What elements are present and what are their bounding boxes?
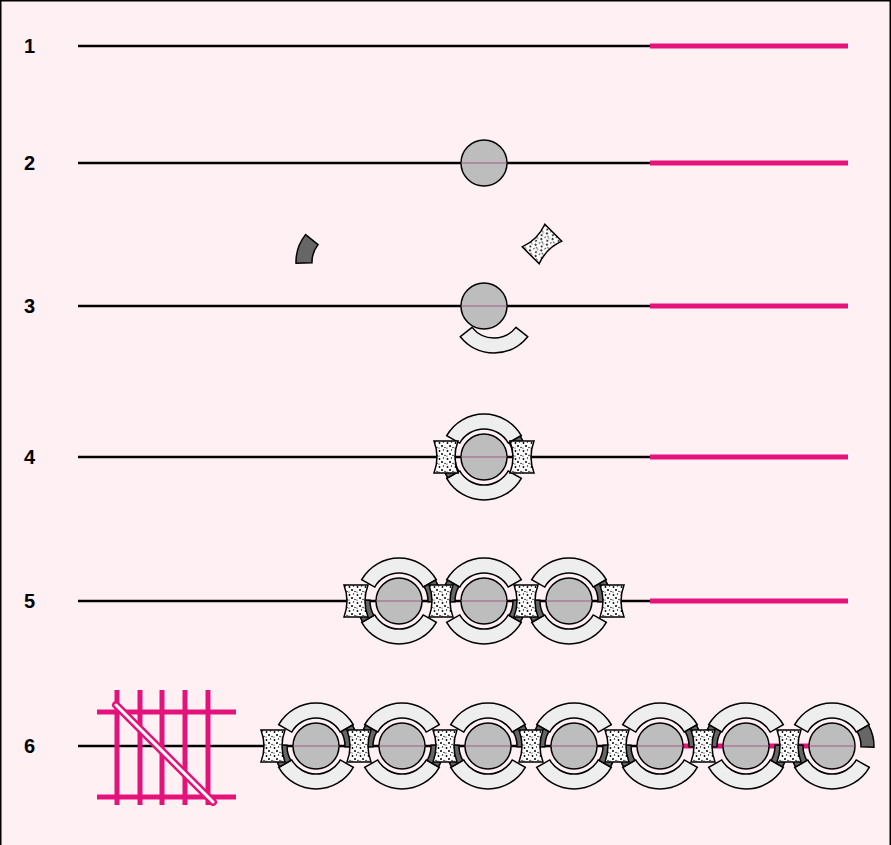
- step-number: 1: [24, 34, 35, 58]
- bicone-bead: [510, 441, 534, 473]
- thread-through-bead: [461, 601, 507, 602]
- bicone-bead: [429, 585, 453, 617]
- thread-tail: [650, 161, 848, 166]
- round-bead: [551, 723, 597, 769]
- diagonal-thread: [116, 705, 213, 802]
- bicone-bead: [519, 730, 543, 762]
- warp-thread: [206, 690, 211, 805]
- step-number: 6: [24, 734, 35, 758]
- round-bead: [461, 578, 507, 624]
- thread-through-bead: [293, 746, 339, 747]
- round-bead: [809, 723, 855, 769]
- bicone-bead: [347, 730, 371, 762]
- thread-tail: [650, 44, 848, 49]
- thread-tail: [650, 455, 848, 460]
- thread-through-bead: [551, 746, 597, 747]
- step-number: 3: [24, 294, 35, 318]
- round-bead: [723, 723, 769, 769]
- thread-through-bead: [465, 746, 511, 747]
- round-bead: [461, 140, 507, 186]
- diagonal-thread-core: [116, 705, 213, 802]
- bicone-bead: [600, 585, 624, 617]
- thread-through-bead: [461, 306, 507, 307]
- thread-through-bead: [376, 601, 422, 602]
- thread: [78, 45, 650, 48]
- round-bead: [376, 578, 422, 624]
- round-bead: [546, 578, 592, 624]
- thread-tail: [650, 304, 848, 309]
- dark-wedge-bead: [857, 725, 874, 747]
- round-bead: [465, 723, 511, 769]
- bicone-bead: [261, 730, 285, 762]
- round-bead: [461, 434, 507, 480]
- step-number: 5: [24, 589, 35, 613]
- dark-wedge-bead: [296, 235, 318, 264]
- thread-through-bead: [379, 746, 425, 747]
- step-number: 2: [24, 151, 35, 175]
- round-bead: [379, 723, 425, 769]
- thread: [78, 305, 650, 308]
- thread-through-bead: [461, 457, 507, 458]
- bicone-bead: [522, 224, 562, 264]
- thread-through-bead: [546, 601, 592, 602]
- thread: [78, 162, 650, 165]
- round-bead: [461, 283, 507, 329]
- warp-thread: [183, 690, 188, 805]
- bicone-bead: [514, 585, 538, 617]
- thread-through-bead: [723, 746, 769, 747]
- thread-tail: [650, 599, 848, 604]
- thread-through-bead: [809, 746, 855, 747]
- thread: [78, 456, 650, 459]
- thread-through-bead: [461, 163, 507, 164]
- warp-thread: [138, 690, 143, 805]
- bicone-bead: [691, 730, 715, 762]
- bicone-bead: [433, 730, 457, 762]
- round-bead: [637, 723, 683, 769]
- thread-through-bead: [637, 746, 683, 747]
- bicone-bead: [605, 730, 629, 762]
- round-bead: [293, 723, 339, 769]
- bicone-bead: [344, 585, 368, 617]
- crescent-bead: [460, 327, 527, 353]
- step-number: 4: [24, 445, 35, 469]
- bicone-bead: [434, 441, 458, 473]
- bicone-bead: [777, 730, 801, 762]
